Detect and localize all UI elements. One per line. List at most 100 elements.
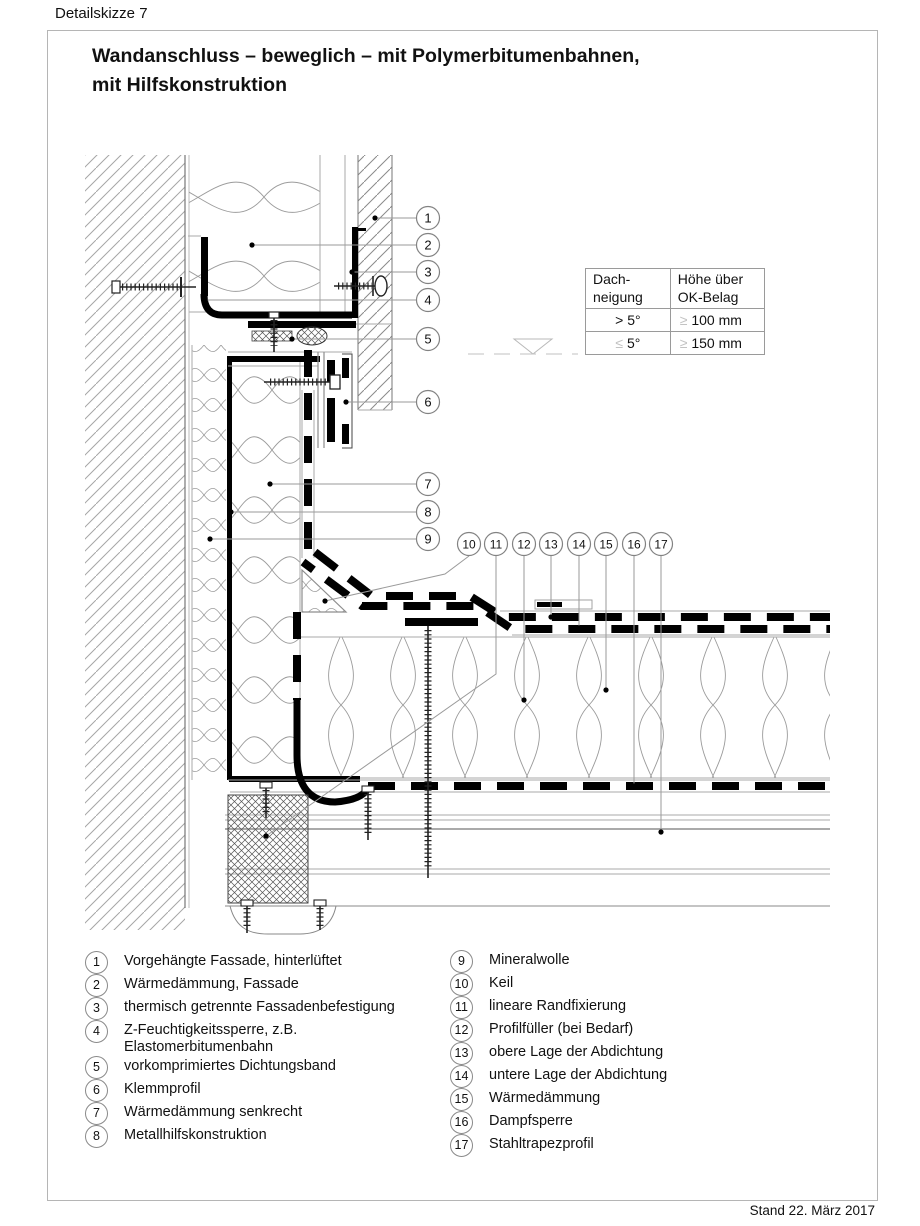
edge-fixation-bar xyxy=(405,618,478,626)
slope-value: ≤ 5° xyxy=(585,331,671,355)
callout-5: 5 xyxy=(415,326,441,352)
callout-circle xyxy=(415,499,441,525)
legend-item-number: 5 xyxy=(85,1056,108,1079)
callout-number: 7 xyxy=(424,477,431,492)
legend-item-label: Wärmedämmung senkrecht xyxy=(124,1104,303,1120)
callout-number: 16 xyxy=(627,538,641,552)
callout-circle xyxy=(621,531,647,557)
screw-icon xyxy=(264,374,341,390)
legend-item-label: Klemmprofil xyxy=(124,1081,201,1097)
callout-circle xyxy=(511,531,537,557)
legend-item: 9 Mineralwolle xyxy=(450,950,790,973)
screw-icon xyxy=(259,781,273,818)
legend-item-number: 11 xyxy=(450,996,473,1019)
detail-title-line1: Wandanschluss – beweglich – mit Polymerb… xyxy=(92,45,640,67)
callout-3: 3 xyxy=(415,259,441,285)
legend-item-number: 2 xyxy=(85,974,108,997)
legend-item: 17 Stahltrapezprofil xyxy=(450,1134,790,1157)
legend-item-label: untere Lage der Abdichtung xyxy=(489,1067,668,1083)
legend-item: 13 obere Lage der Abdichtung xyxy=(450,1042,790,1065)
legend-item-number: 13 xyxy=(450,1042,473,1065)
facade-insulation xyxy=(189,155,321,313)
screw-icon xyxy=(334,275,388,297)
callout-circle xyxy=(415,287,441,313)
legend-item-number: 16 xyxy=(450,1111,473,1134)
detail-title: Wandanschluss – beweglich – mit Polymerb… xyxy=(92,42,640,100)
callout-9: 9 xyxy=(415,526,441,552)
callout-number: 10 xyxy=(462,538,476,552)
legend-item-label: Wärmedämmung xyxy=(489,1090,601,1106)
callout-4: 4 xyxy=(415,287,441,313)
callout-15: 15 xyxy=(593,531,619,557)
table-row: > 5° ≥ 100 mm xyxy=(585,308,766,332)
legend-item: 10 Keil xyxy=(450,973,790,996)
legend-item-number: 4 xyxy=(85,1020,108,1043)
legend-item-number: 6 xyxy=(85,1079,108,1102)
legend-item-number: 1 xyxy=(85,951,108,974)
callout-circle xyxy=(483,531,509,557)
level-symbol-icon xyxy=(468,338,578,355)
callout-14: 14 xyxy=(566,531,592,557)
trapezoidal-profile-lines xyxy=(225,814,830,935)
callout-number: 3 xyxy=(424,265,431,280)
legend-item-number: 17 xyxy=(450,1134,473,1157)
metal-aux-construction xyxy=(227,351,360,782)
table-header-slope: Dach- neigung xyxy=(585,268,671,309)
wall-hatch xyxy=(85,155,190,930)
legend-item-label: Mineralwolle xyxy=(489,952,570,968)
legend-item: 12 Profilfüller (bei Bedarf) xyxy=(450,1019,790,1042)
legend-item-label: Profilfüller (bei Bedarf) xyxy=(489,1021,634,1037)
screw-icon xyxy=(361,785,375,840)
callout-8: 8 xyxy=(415,499,441,525)
callout-17: 17 xyxy=(648,531,674,557)
screw-icon xyxy=(268,311,280,352)
callout-1: 1 xyxy=(415,205,441,231)
vertical-insulation xyxy=(232,358,301,772)
document-header: Detailskizze 7 xyxy=(55,5,148,22)
leader-dots xyxy=(202,215,664,839)
waterproofing-membranes xyxy=(300,350,830,636)
screw-icon xyxy=(111,277,196,297)
screw-icon xyxy=(240,899,254,933)
legend-item-number: 3 xyxy=(85,997,108,1020)
vapour-barrier xyxy=(228,612,830,806)
screw-icon xyxy=(313,899,327,930)
legend-item-label: Stahltrapezprofil xyxy=(489,1136,594,1152)
callout-number: 14 xyxy=(572,538,586,552)
legend-item-number: 7 xyxy=(85,1102,108,1125)
legend-item-number: 10 xyxy=(450,973,473,996)
clamping-profile xyxy=(317,352,353,449)
callout-circle xyxy=(415,526,441,552)
callout-16: 16 xyxy=(621,531,647,557)
legend-item: 4 Z-Feuchtigkeitssperre, z.B.Elastomerbit… xyxy=(85,1020,435,1056)
mineral-wool-strip xyxy=(191,345,226,780)
legend-item-label: Z-Feuchtigkeitssperre, z.B.Elastomerbitu… xyxy=(124,1022,298,1055)
callout-number: 2 xyxy=(424,238,431,253)
table-row: ≤ 5° ≥ 150 mm xyxy=(585,331,766,355)
slope-height-table: Dach- neigung Höhe über OK-Belag > 5° ≥ … xyxy=(585,268,766,355)
callout-number: 11 xyxy=(490,538,503,552)
callout-circle xyxy=(566,531,592,557)
callout-circle xyxy=(415,389,441,415)
sealing-tape xyxy=(296,326,328,346)
content-frame xyxy=(47,30,878,1201)
legend-item-label: Keil xyxy=(489,975,514,991)
legend-item-number: 12 xyxy=(450,1019,473,1042)
callout-circle xyxy=(415,259,441,285)
cross-hatch-block xyxy=(227,794,309,904)
legend-item-number: 9 xyxy=(450,950,473,973)
height-value: ≥ 150 mm xyxy=(669,331,766,355)
slope-value: > 5° xyxy=(585,308,671,332)
legend-item-label: obere Lage der Abdichtung xyxy=(489,1044,664,1060)
